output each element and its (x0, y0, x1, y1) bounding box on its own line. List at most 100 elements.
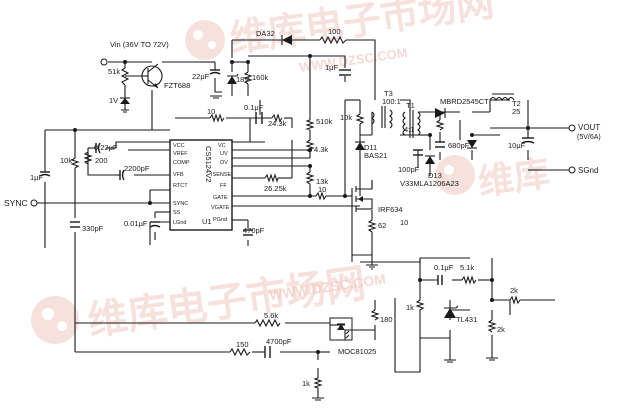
resistor-1k-tl-icon (415, 299, 425, 311)
label-43k: 4.3k (314, 145, 328, 154)
capacitor-680pf-icon (435, 141, 445, 148)
watermark-logo-top (185, 20, 225, 60)
label-2625k: 26.25k (264, 184, 287, 193)
pin-vgate: VGATE (211, 205, 230, 211)
label-10-top: 10 (207, 107, 215, 116)
resistor-160k-icon (243, 71, 253, 85)
vin-terminal-icon (100, 58, 108, 66)
watermark-cn-mid: 维库 (475, 152, 552, 203)
label-irf634: IRF634 (378, 205, 403, 214)
sync-terminal-icon (30, 199, 38, 207)
label-t1-ratio: 4:1 (404, 125, 414, 134)
pin-ff: FF (220, 183, 227, 189)
resistor-62-icon (367, 219, 377, 233)
resistor-2625k-icon (264, 173, 279, 183)
label-51k: 51k (108, 67, 120, 76)
capacitor-330pf-icon (70, 221, 80, 228)
diode-schottky-2-icon (467, 140, 477, 149)
label-150: 150 (236, 340, 249, 349)
pin-vfb: VFB (173, 172, 184, 178)
ic-cs5124 (169, 139, 233, 231)
label-10-mid: 10 (318, 185, 326, 194)
label-mbrd: MBRD2545CT (440, 97, 489, 106)
label-180: 180 (380, 315, 393, 324)
label-100: 100 (328, 27, 341, 36)
ic-ref: U1 (202, 217, 212, 226)
label-243k: 24.3k (268, 119, 287, 128)
transformer-t3-icon (371, 106, 393, 129)
resistor-2k-b-icon (487, 319, 497, 333)
resistor-13k-icon (305, 171, 315, 185)
resistor-51k-fb-icon (461, 275, 477, 285)
label-vin: Vin (36V TO 72V) (110, 40, 169, 49)
resistor-56k-icon (254, 318, 281, 328)
label-18v: 18V (236, 75, 249, 84)
label-160k: 160k (252, 73, 269, 82)
wires (36, 39, 570, 398)
diode-d13-icon (425, 155, 435, 164)
label-t1: T1 (406, 101, 415, 110)
resistor-200-icon (83, 151, 93, 165)
label-01uf: 0.1μF (244, 103, 264, 112)
label-t2-val: 25 (512, 107, 520, 116)
resistor-1k-opto-icon (313, 377, 323, 389)
ground-opto-icon (312, 397, 324, 401)
pin-lgnd: LGnd (173, 220, 186, 226)
inductor-t2-icon (489, 93, 515, 102)
capacitor-2200pf-icon (119, 169, 125, 181)
capacitor-022uf-icon (95, 142, 101, 154)
optocoupler-moc-icon (329, 317, 353, 341)
label-2200pf: 2200pF (124, 164, 150, 173)
pin-ss: SS (173, 210, 181, 216)
label-sgnd: SGnd (578, 166, 598, 175)
label-10uf: 10μF (508, 141, 526, 150)
capacitor-1uf-top-icon (339, 69, 351, 76)
label-10k-right: 10k (340, 113, 352, 122)
pin-vref: VREF (173, 151, 188, 157)
resistor-100-icon (319, 35, 347, 45)
resistor-10-snubber-icon (435, 119, 445, 131)
watermark-cn-bottom: 维库电子市场网 (85, 261, 368, 344)
label-62: 62 (378, 221, 386, 230)
label-680pf: 680pF (448, 141, 470, 150)
resistor-510k-icon (305, 119, 315, 131)
label-4700pf: 4700pF (266, 337, 292, 346)
capacitor-01uf-icon (255, 112, 263, 124)
resistor-10-top-icon (209, 113, 225, 123)
resistor-2k-a-icon (509, 295, 521, 305)
resistor-43k-icon (305, 139, 315, 153)
label-22uf: 22μF (192, 72, 210, 81)
pin-comp: COMP (173, 160, 190, 166)
label-51k-fb: 5.1k (460, 263, 474, 272)
pin-vc: VC (218, 143, 226, 149)
resistor-10k-left-icon (70, 157, 80, 169)
resistor-51k-icon (120, 67, 130, 86)
pin-gate: GATE (213, 195, 228, 201)
diode-d11-icon (355, 135, 365, 180)
label-1uf-top: 1μF (325, 63, 338, 72)
label-200: 200 (95, 156, 108, 165)
ground-feedback-icon (444, 357, 498, 363)
label-001uf: 0.01μF (124, 219, 148, 228)
label-2k-a: 2k (510, 286, 518, 295)
label-470pf: 470pF (243, 226, 265, 235)
resistor-10k-right-icon (355, 113, 365, 125)
regulator-tl431-icon (444, 305, 459, 318)
label-t3: T3 (384, 89, 393, 98)
label-v33: V33MLA1206A23 (400, 179, 459, 188)
zener-1v-icon (120, 97, 130, 113)
ground-mosfet-icon (366, 264, 378, 270)
capacitor-4700pf-icon (264, 346, 271, 358)
label-moc: MOC81025 (338, 347, 376, 356)
pin-uv: UV (220, 151, 228, 157)
capacitor-22uf-icon (209, 69, 221, 75)
capacitor-100pf-icon (413, 149, 423, 156)
resistor-243k-icon (271, 113, 283, 123)
label-2k-b: 2k (497, 325, 505, 334)
label-sync: SYNC (4, 198, 28, 208)
label-13k: 13k (316, 177, 328, 186)
vout-terminal-icon (568, 124, 576, 132)
label-1k-opto: 1k (302, 379, 310, 388)
sgnd-terminal-icon (568, 166, 576, 174)
